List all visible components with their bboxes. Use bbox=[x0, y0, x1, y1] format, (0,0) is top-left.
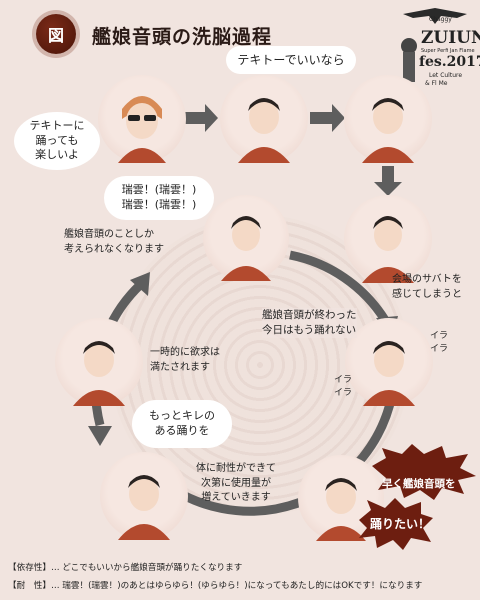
speech-bubble-zuiun: 瑞雲！(瑞雲！) 瑞雲！(瑞雲！) bbox=[104, 176, 214, 220]
header: 図 艦娘音頭の洗脳過程 bbox=[0, 0, 480, 64]
panel-person-cheering bbox=[344, 195, 432, 283]
panel-person-satisfied bbox=[55, 318, 143, 406]
iraira-label-2: イラ イラ bbox=[334, 375, 353, 398]
panel-person-thinking bbox=[344, 75, 432, 163]
panel-person-chanting bbox=[203, 195, 289, 281]
logo-small-top: Chaggy bbox=[429, 16, 452, 23]
panel-sunglasses-friend bbox=[98, 75, 186, 163]
caption-sabbath: 会場のサバトを 感じてしまうと bbox=[392, 274, 462, 300]
logo-brand: ZUIUN bbox=[421, 28, 480, 48]
person-icon bbox=[238, 98, 290, 163]
caption-tolerance: 体に耐性ができて 次第に使用量が 増えていきます bbox=[196, 463, 276, 503]
footer-dependency: 【依存性】… どこでもいいから艦娘音頭が踊りたくなります bbox=[8, 563, 243, 573]
figure-badge: 図 bbox=[36, 14, 76, 54]
burst-odoritai bbox=[359, 498, 433, 550]
person-icon bbox=[362, 216, 414, 283]
footer-tolerance: 【耐 性】… 瑞雲！(瑞雲！)のあとはゆらゆら！(ゆらゆら！)になってもあたし的… bbox=[8, 581, 423, 591]
caption-cant-dance: 艦娘音頭が終わった 今日はもう踊れない bbox=[262, 308, 357, 339]
loop-arc-right bbox=[289, 250, 389, 323]
caption-temporarily-satisfied: 一時的に欲求は 満たされます bbox=[150, 347, 220, 373]
arrow-right-1 bbox=[183, 104, 218, 132]
zuiun-logo-graphic bbox=[401, 8, 467, 82]
person-icon bbox=[316, 478, 366, 541]
logo-line3: Let Culture bbox=[429, 72, 463, 79]
arrow-right-2 bbox=[310, 104, 345, 132]
person-icon bbox=[363, 341, 415, 406]
iraira-label-1: イラ イラ bbox=[430, 331, 449, 354]
person-icon bbox=[362, 98, 414, 163]
logo-line4: & Fl Me bbox=[425, 80, 448, 87]
speech-bubble-sharper-dance: もっとキレの ある踊りを bbox=[132, 400, 232, 448]
speech-bubble-fun: テキトーに 踊っても 楽しいよ bbox=[14, 112, 100, 170]
burst-hayaku bbox=[372, 444, 476, 500]
logo-sub: Super Perfi Jan Flame bbox=[421, 48, 475, 54]
person-icon bbox=[118, 475, 170, 540]
zuiun-logo: Chaggy ZUIUN Super Perfi Jan Flame fes.2… bbox=[395, 6, 480, 98]
sunglasses-person-icon bbox=[118, 96, 166, 163]
panel-person-frustrated bbox=[345, 318, 433, 406]
page-title: 艦娘音頭の洗脳過程 bbox=[92, 26, 273, 48]
speech-bubble-any-way: テキトーでいいなら bbox=[226, 46, 356, 74]
arrow-down bbox=[374, 166, 402, 196]
loop-arrowhead-left bbox=[88, 426, 112, 446]
loop-arrowhead-topleft bbox=[130, 272, 150, 296]
person-icon bbox=[221, 216, 271, 281]
person-icon bbox=[73, 341, 125, 406]
panel-person-tolerance bbox=[100, 452, 188, 540]
burst-hayaku-text: 早く艦娘音頭を bbox=[382, 478, 456, 490]
burst-odoritai-text: 踊りたい！ bbox=[370, 517, 431, 531]
caption-only-kanmusu: 艦娘音頭のことしか 考えられなくなります bbox=[64, 229, 164, 255]
logo-fes: fes.2017 bbox=[419, 54, 480, 70]
panel-person-listening bbox=[220, 75, 308, 163]
